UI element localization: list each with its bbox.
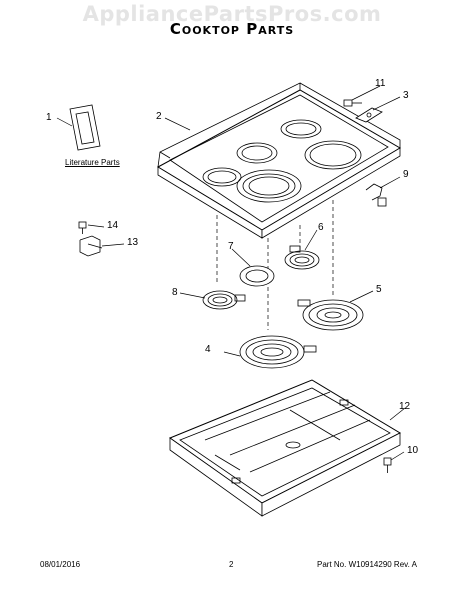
radiant-element-6 xyxy=(284,245,320,270)
callout-6: 6 xyxy=(318,222,324,233)
cooktop-chassis xyxy=(168,379,402,517)
callout-3: 3 xyxy=(403,90,409,101)
footer-date: 08/01/2016 xyxy=(40,560,81,569)
screw-14 xyxy=(78,221,87,234)
callout-14: 14 xyxy=(107,220,119,231)
callout-8: 8 xyxy=(172,287,178,298)
callout-4: 4 xyxy=(205,344,211,355)
bracket-3 xyxy=(355,107,383,123)
callout-10: 10 xyxy=(407,445,419,456)
radiant-element-4 xyxy=(239,335,317,369)
page-title: Cooktop Parts xyxy=(169,20,295,38)
clip-9 xyxy=(365,183,387,207)
callout-12: 12 xyxy=(399,401,411,412)
callout-5: 5 xyxy=(376,284,382,295)
screw-10 xyxy=(383,457,392,473)
bracket-7 xyxy=(239,265,275,287)
literature-booklet xyxy=(69,104,101,151)
bracket-13 xyxy=(79,235,103,257)
callout-7: 7 xyxy=(228,241,234,252)
radiant-element-8 xyxy=(202,290,246,310)
callout-2: 2 xyxy=(156,111,162,122)
callout-1: 1 xyxy=(46,112,52,123)
watermark: AppliancePartsPros.com xyxy=(82,2,382,26)
callout-9: 9 xyxy=(403,169,409,180)
screw-11 xyxy=(343,99,362,107)
footer-page: 2 xyxy=(229,560,234,569)
callout-13: 13 xyxy=(127,237,139,248)
footer-part-number: Part No. W10914290 Rev. A xyxy=(317,560,417,569)
cooktop-panel xyxy=(156,82,401,239)
radiant-element-5 xyxy=(297,299,364,331)
literature-parts-label: Literature Parts xyxy=(65,158,120,167)
callout-11: 11 xyxy=(375,78,386,89)
